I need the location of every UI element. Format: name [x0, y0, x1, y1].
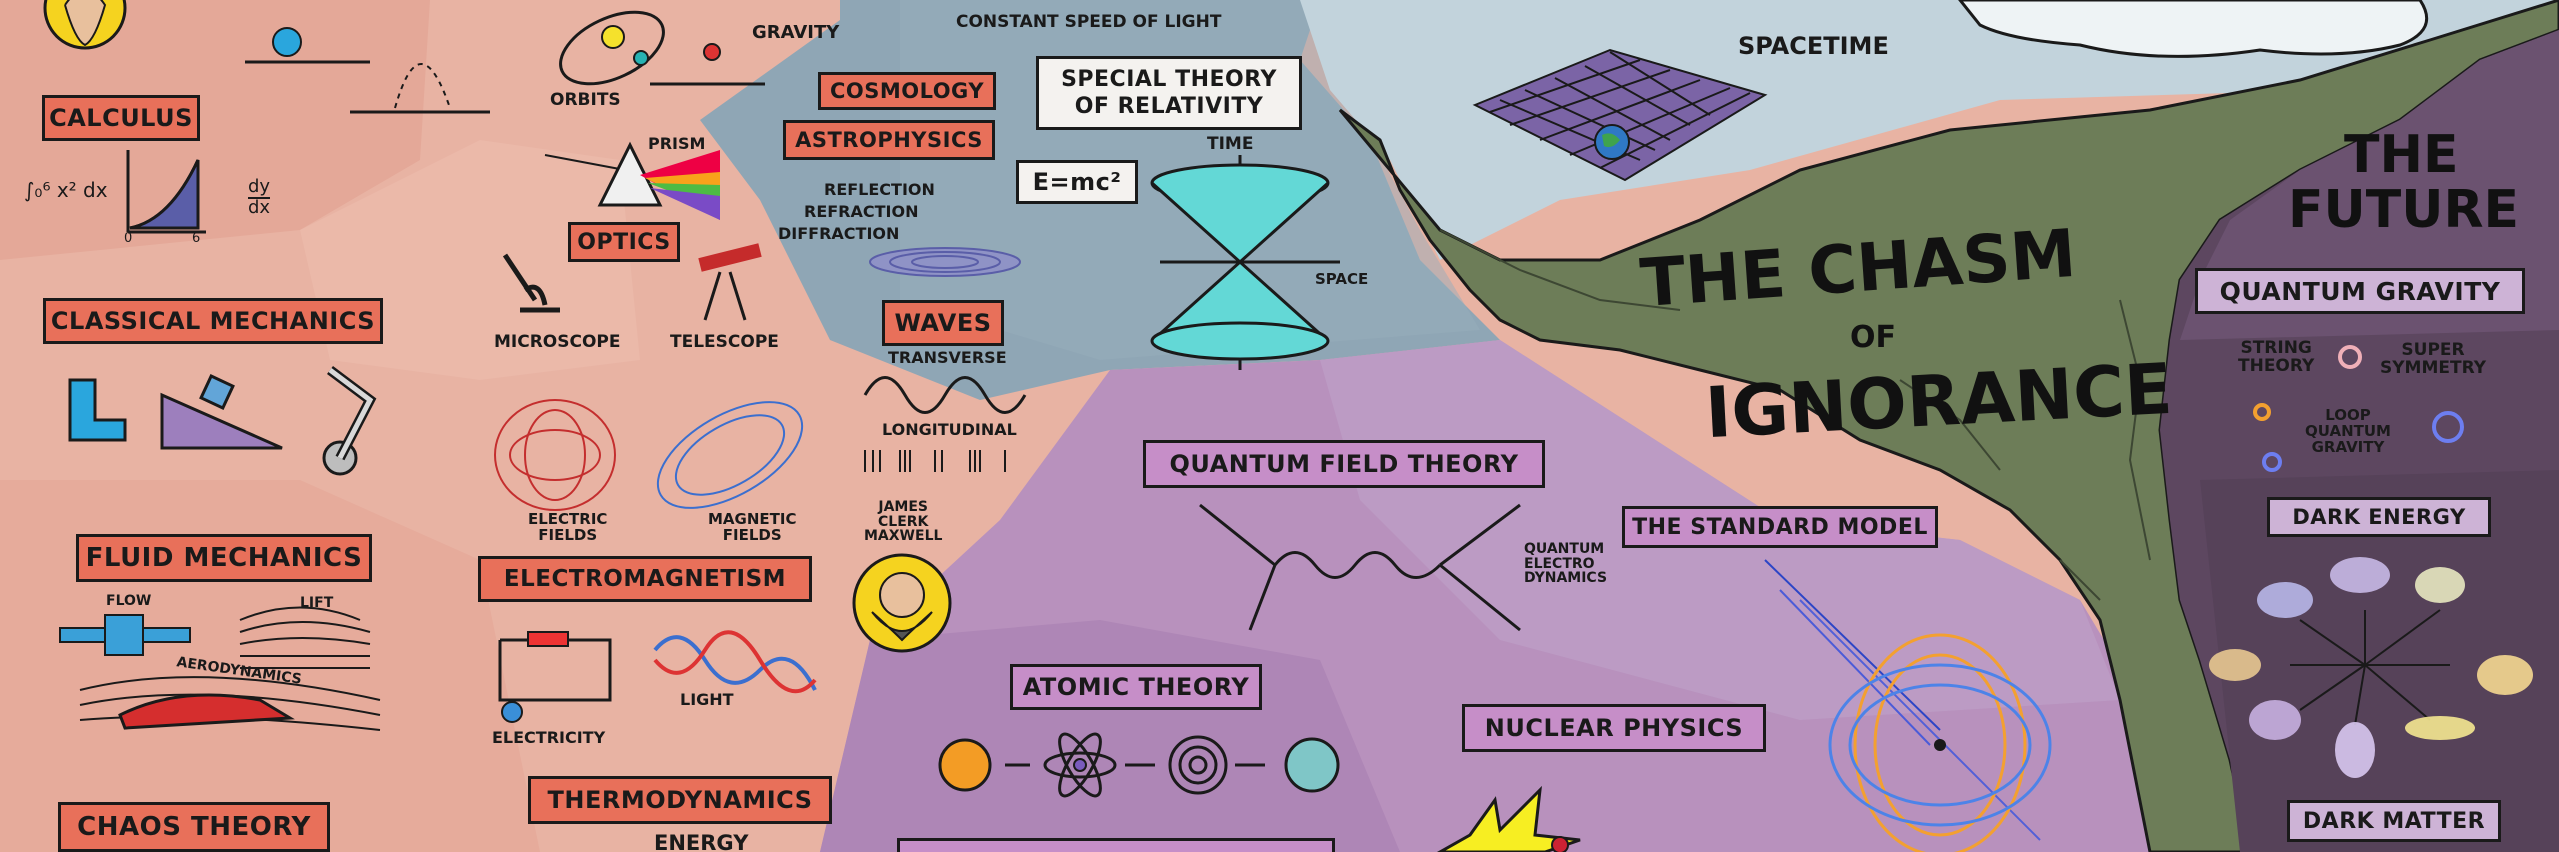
loop-line3: GRAVITY [2311, 437, 2385, 456]
calculus-tick-6: 6 [192, 231, 201, 246]
dark-matter-label: DARK MATTER [2287, 800, 2501, 842]
quantum-field-theory-label: QUANTUM FIELD THEORY [1143, 440, 1545, 488]
reflection-text: REFLECTION [824, 180, 935, 199]
maxwell-line2: CLERK [878, 513, 929, 530]
diffraction-text: DIFFRACTION [778, 224, 900, 243]
dark-energy-label: DARK ENERGY [2267, 497, 2491, 537]
super-line2: SYMMETRY [2380, 357, 2487, 378]
magnetic-line2: FIELDS [722, 525, 782, 544]
waves-label: WAVES [882, 300, 1004, 346]
longitudinal-text: LONGITUDINAL [882, 420, 1017, 439]
electric-line2: FIELDS [538, 525, 598, 544]
maxwell-name-text: JAMES CLERK MAXWELL [864, 500, 942, 544]
flow-text: FLOW [106, 593, 152, 609]
orbits-text: ORBITS [550, 90, 621, 110]
cosmology-label: COSMOLOGY [818, 72, 996, 110]
future-title-line2: FUTURE [2288, 180, 2520, 240]
gravity-text: GRAVITY [752, 22, 840, 43]
string-line1: STRING [2240, 338, 2312, 358]
future-title-line1: THE [2344, 125, 2459, 185]
dydx-bottom: dx [248, 196, 271, 218]
astrophysics-label: ASTROPHYSICS [783, 120, 995, 160]
loop-quantum-gravity-text: LOOP QUANTUM GRAVITY [2305, 406, 2391, 456]
classical-mechanics-label: CLASSICAL MECHANICS [43, 298, 383, 344]
dydx-top: dy [248, 176, 271, 199]
electric-line1: ELECTRIC [528, 510, 608, 528]
chasm-title-line2: OF [1850, 320, 1896, 355]
qed-text: QUANTUM ELECTRO DYNAMICS [1524, 542, 1607, 586]
microscope-text: MICROSCOPE [494, 332, 621, 352]
fluid-mechanics-label: FLUID MECHANICS [76, 534, 372, 582]
atomic-theory-label: ATOMIC THEORY [1010, 664, 1262, 710]
maxwell-line3: MAXWELL [864, 528, 943, 545]
next-topic-label [897, 838, 1335, 852]
qed-line2: ELECTRO [1524, 555, 1595, 572]
electromagnetism-label: ELECTROMAGNETISM [478, 556, 812, 602]
special-relativity-label: SPECIAL THEORY OF RELATIVITY [1036, 56, 1302, 130]
prism-text: PRISM [648, 134, 706, 153]
magnetic-line1: MAGNETIC [708, 510, 797, 528]
qed-line3: DYNAMICS [1524, 570, 1608, 587]
constant-speed-text: CONSTANT SPEED OF LIGHT [956, 12, 1222, 32]
string-theory-text: STRING THEORY [2238, 338, 2315, 376]
spacetime-text: SPACETIME [1738, 32, 1889, 60]
supersymmetry-text: SUPER SYMMETRY [2380, 340, 2487, 378]
calculus-label: CALCULUS [42, 95, 200, 141]
qed-line1: QUANTUM [1524, 541, 1605, 557]
space-axis-text: SPACE [1315, 270, 1369, 288]
optics-label: OPTICS [568, 222, 680, 262]
calculus-tick-0: 0 [124, 231, 133, 246]
maxwell-line1: JAMES [878, 499, 929, 515]
quantum-gravity-label: QUANTUM GRAVITY [2195, 268, 2525, 314]
nuclear-physics-label: NUCLEAR PHYSICS [1462, 704, 1766, 752]
electricity-text: ELECTRICITY [492, 728, 606, 747]
thermodynamics-label: THERMODYNAMICS [528, 776, 832, 824]
special-relativity-line2: OF RELATIVITY [1074, 94, 1264, 119]
refraction-text: REFRACTION [804, 202, 919, 221]
integral-text: ∫₀⁶ x² dx [24, 178, 108, 202]
transverse-text: TRANSVERSE [888, 348, 1007, 367]
electric-fields-text: ELECTRIC FIELDS [528, 510, 608, 544]
dydx-text: dy dx [248, 176, 271, 218]
string-line2: THEORY [2238, 355, 2315, 376]
energy-text: ENERGY [654, 831, 749, 852]
time-axis-text: TIME [1207, 134, 1254, 154]
telescope-text: TELESCOPE [670, 332, 779, 352]
lift-text: LIFT [300, 595, 334, 611]
super-line1: SUPER [2401, 340, 2465, 360]
light-text: LIGHT [680, 690, 734, 709]
loop-line1: LOOP [2325, 406, 2371, 424]
chaos-theory-label: CHAOS THEORY [58, 802, 330, 852]
loop-line2: QUANTUM [2305, 421, 2391, 440]
special-relativity-line1: SPECIAL THEORY [1061, 66, 1277, 92]
emc2-box: E=mc² [1016, 160, 1138, 204]
magnetic-fields-text: MAGNETIC FIELDS [708, 510, 797, 544]
standard-model-label: THE STANDARD MODEL [1622, 506, 1938, 548]
